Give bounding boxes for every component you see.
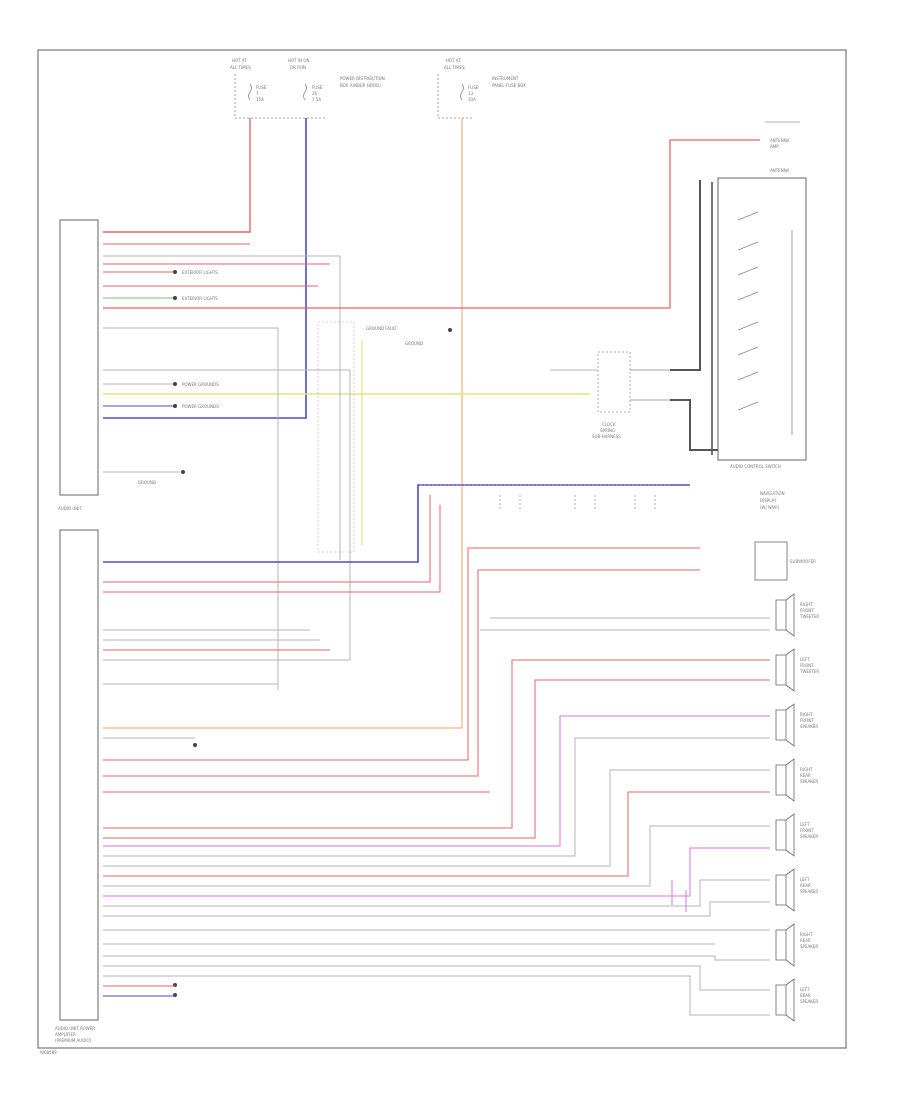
wire-red-battery [103, 118, 251, 233]
speaker-label: SPEAKER [800, 724, 818, 729]
speaker-icon [775, 813, 795, 857]
wire-blue-ignition [103, 118, 307, 419]
speaker-label: REAR [800, 938, 811, 943]
navigation-label-2: DISPLAY [760, 498, 777, 503]
navigation-label-3: (W/ NAVI) [760, 505, 780, 510]
note-power-grounds-2: POWER GROUNDS [182, 404, 219, 409]
speaker-label: SPEAKER [800, 779, 818, 784]
speaker-label: REAR [800, 993, 811, 998]
speaker-label: TWEETER [799, 669, 819, 674]
source-3-fuse: FUSE [468, 85, 479, 90]
speaker-label: FRONT [800, 718, 814, 723]
audio-power-amp-label-3: (PREMIUM AUDIO) [55, 1038, 92, 1043]
source-2-line1: HOT IN ON [288, 58, 309, 63]
source-2-note1: POWER DISTRIBUTION [340, 76, 385, 81]
note-exterior-lights-1: EXTERIOR LIGHTS [182, 270, 218, 275]
speaker-icon [775, 923, 795, 967]
navigation-label-1: NAVIGATION [760, 491, 785, 496]
wire-orange-backup [103, 118, 463, 729]
speaker-label: LEFT [800, 657, 810, 662]
subwoofer-label: SUBWOOFER [790, 559, 816, 564]
speaker-label: SPEAKER [800, 944, 818, 949]
speaker-label: FRONT [800, 828, 814, 833]
source-2-fuse: FUSE [312, 85, 323, 90]
speaker-label: REAR [800, 883, 811, 888]
audio-unit-box [59, 219, 99, 496]
source-1-line1: HOT AT [232, 58, 247, 63]
speaker-label: LEFT [800, 877, 810, 882]
speaker-label: LEFT [800, 987, 810, 992]
note-ground-fault: GROUND FAULT [366, 326, 398, 331]
clock-spring-box [597, 351, 631, 413]
source-3-fuse-amp: 10A [468, 97, 476, 102]
speaker-icon [775, 978, 795, 1022]
source-1-fuse: FUSE [256, 85, 267, 90]
antenna-label: ANTENNA [770, 168, 790, 173]
speaker-label: FRONT [800, 608, 814, 613]
source-3-note2: PANEL FUSE BOX [492, 83, 526, 88]
source-1-fuse-amp: 15A [256, 97, 264, 102]
audio-power-amp-label-1: AUDIO UNIT POWER [55, 1026, 95, 1031]
diagram-code: W68589 [40, 1050, 57, 1055]
audio-control-switch-box [717, 177, 807, 461]
speaker-icon [775, 758, 795, 802]
speaker-icon [775, 648, 795, 692]
speaker-label: RIGHT [800, 932, 813, 937]
source-2-line2: OR RUN [290, 65, 306, 70]
clock-spring-label-3: SUB-HARNESS [592, 434, 621, 439]
subwoofer-box [754, 541, 788, 581]
speaker-label: FRONT [800, 663, 814, 668]
diagram-frame [37, 49, 847, 1049]
speaker-label: RIGHT [800, 767, 813, 772]
source-1-fuse-num: 7 [256, 91, 259, 96]
audio-control-switch-label: AUDIO CONTROL SWITCH [730, 464, 781, 469]
source-1-line2: ALL TIMES [230, 65, 251, 70]
speaker-label: SPEAKER [800, 999, 818, 1004]
speaker-label: REAR [800, 773, 811, 778]
audio-power-amp-label-2: AMPLIFIER [55, 1032, 76, 1037]
speaker-label: RIGHT [800, 602, 813, 607]
antenna-amp-label-2: AMP [770, 144, 779, 149]
note-ground-module-1: GROUND [405, 341, 423, 346]
source-2-fuse-num: 26 [312, 91, 318, 96]
speaker-label: RIGHT [800, 712, 813, 717]
note-ground-module-2: GROUND [138, 480, 156, 485]
source-3-line1: HOT AT [446, 58, 461, 63]
speaker-label: SPEAKER [800, 889, 818, 894]
antenna-amp-label-1: ANTENNA [770, 138, 790, 143]
source-3-fuse-num: 13 [468, 91, 474, 96]
note-power-grounds-1: POWER GROUNDS [182, 382, 219, 387]
source-2-fuse-amp: 7.5A [312, 97, 321, 102]
speaker-icon [775, 703, 795, 747]
note-exterior-lights-2: EXTERIOR LIGHTS [182, 296, 218, 301]
source-3-note1: INSTRUMENT [492, 76, 519, 81]
speaker-icon [775, 868, 795, 912]
source-2-note2: BOX (UNDER HOOD) [340, 83, 381, 88]
audio-power-amp-box [59, 529, 99, 1021]
speaker-label: LEFT [800, 822, 810, 827]
clock-spring-label-2: SPRING [600, 428, 615, 433]
speaker-label: TWEETER [799, 614, 819, 619]
audio-unit-label: AUDIO UNIT [58, 506, 82, 511]
source-3-line2: ALL TIMES [444, 65, 465, 70]
speaker-icon [775, 593, 795, 637]
clock-spring-label-1: CLOCK [602, 422, 616, 427]
speaker-label: SPEAKER [800, 834, 818, 839]
